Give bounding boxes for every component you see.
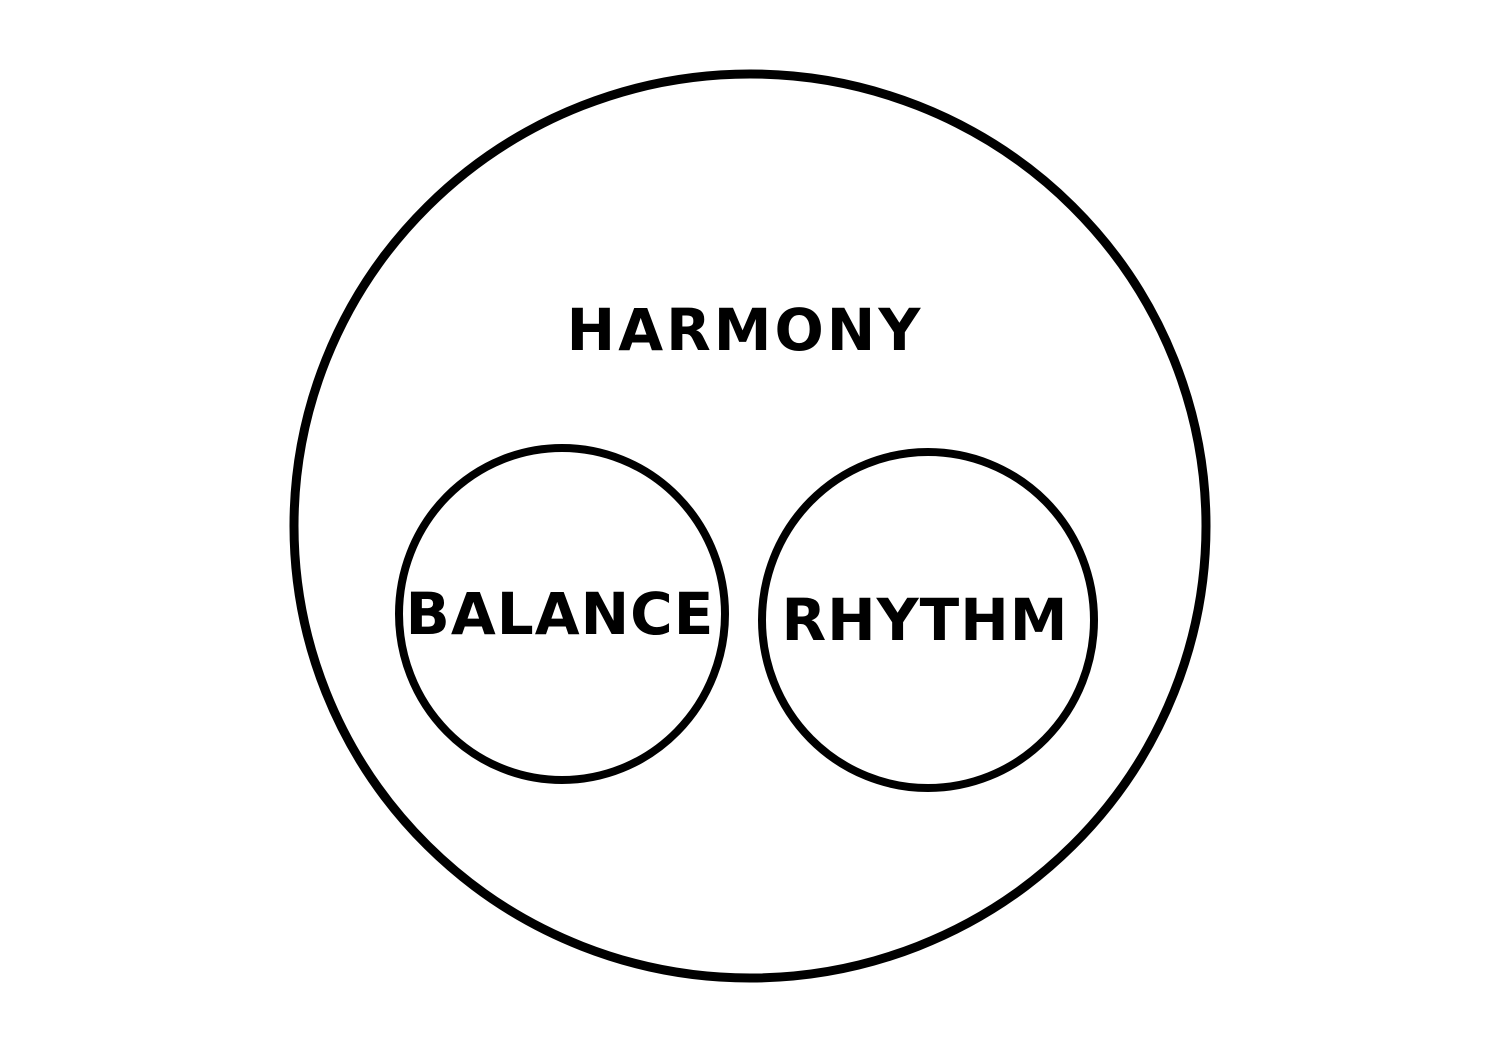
left-circle-balance <box>395 444 729 784</box>
left-subset: BALANCE <box>395 444 729 784</box>
outer-set: HARMONY <box>289 69 1211 983</box>
right-label: RHYTHM <box>781 586 1068 654</box>
right-subset: RHYTHM <box>758 448 1098 792</box>
left-label: BALANCE <box>406 580 715 648</box>
outer-circle-harmony <box>289 69 1211 983</box>
outer-label: HARMONY <box>567 296 924 364</box>
right-circle-rhythm <box>758 448 1098 792</box>
